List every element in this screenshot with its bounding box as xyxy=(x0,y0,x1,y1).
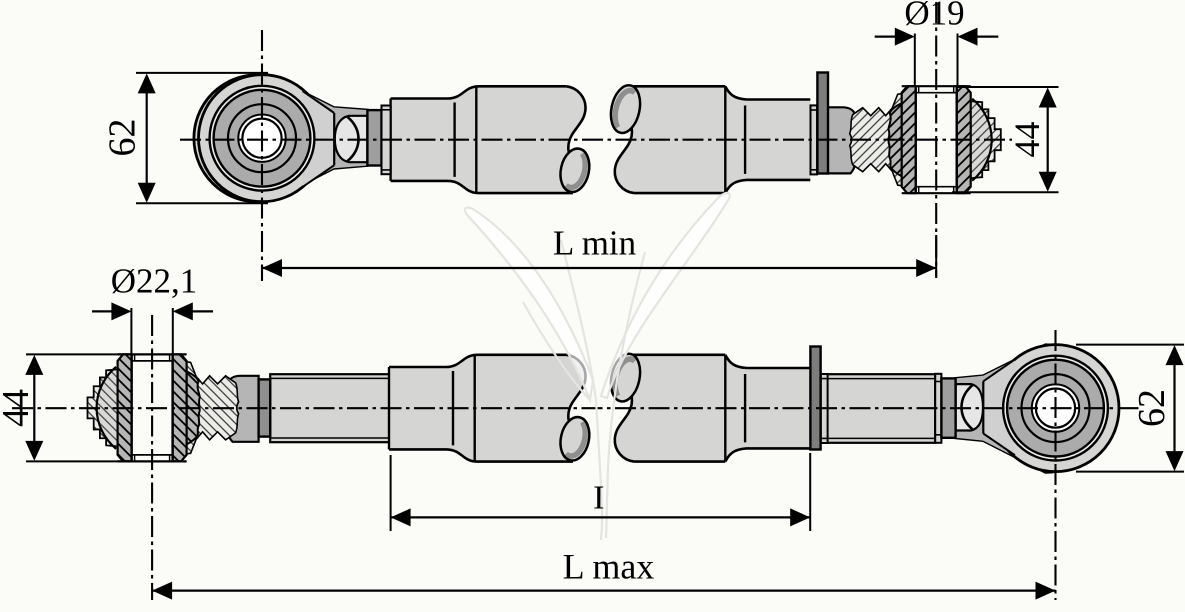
svg-text:I: I xyxy=(593,480,604,517)
svg-text:62: 62 xyxy=(1131,389,1173,427)
svg-text:Ø22,1: Ø22,1 xyxy=(111,262,198,301)
svg-text:62: 62 xyxy=(102,119,144,157)
svg-text:Ø19: Ø19 xyxy=(904,0,964,33)
svg-text:44: 44 xyxy=(0,389,37,427)
svg-text:44: 44 xyxy=(1007,122,1047,158)
svg-text:L min: L min xyxy=(553,224,636,263)
svg-text:L max: L max xyxy=(563,547,655,587)
